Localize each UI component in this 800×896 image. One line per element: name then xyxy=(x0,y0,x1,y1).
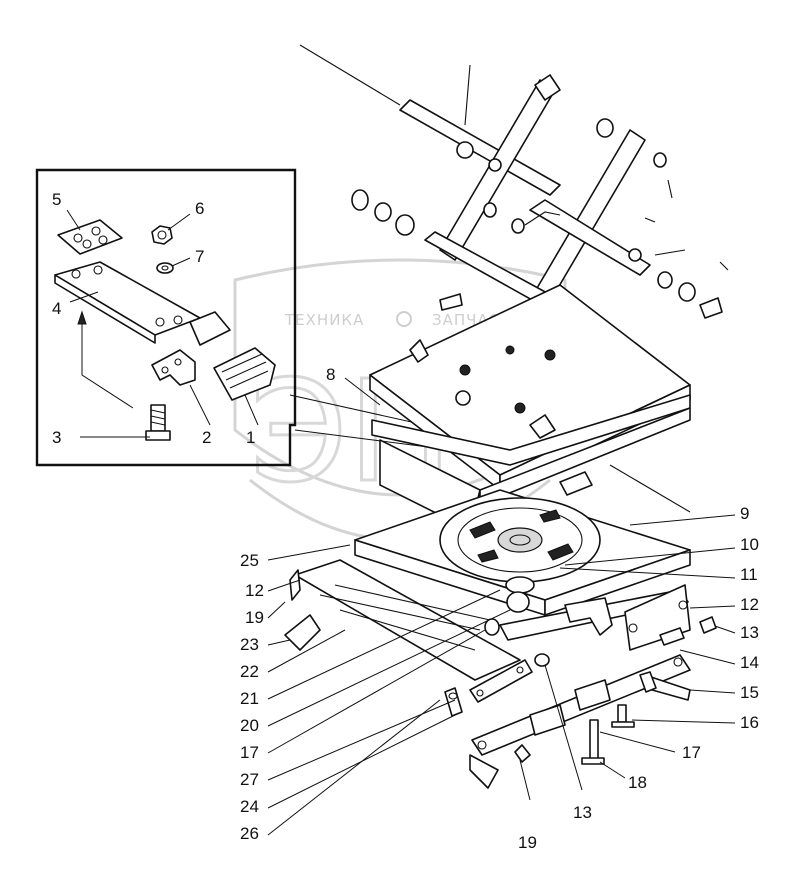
callout-6: 6 xyxy=(195,199,204,218)
callout-12-right: 12 xyxy=(740,595,759,614)
callout-1: 1 xyxy=(246,428,255,447)
callout-labels: 5 6 7 4 3 2 1 8 9 10 11 12 13 14 15 16 1… xyxy=(52,190,759,852)
callout-8: 8 xyxy=(326,365,335,384)
callout-21: 21 xyxy=(240,689,259,708)
inset-detail-box xyxy=(35,168,297,467)
callout-10: 10 xyxy=(740,535,759,554)
part-3-bolt xyxy=(145,404,171,441)
callout-12-left: 12 xyxy=(245,581,264,600)
part-2-clip xyxy=(151,349,196,386)
callout-15: 15 xyxy=(740,683,759,702)
part-1-pad xyxy=(213,347,276,401)
slide-rails xyxy=(284,559,535,717)
base-carriage xyxy=(354,489,691,616)
callout-16: 16 xyxy=(740,713,759,732)
scissor-mechanism xyxy=(299,44,729,319)
part-5-plate xyxy=(57,219,123,255)
watermark-gear-icon xyxy=(396,311,412,327)
part-6-nut xyxy=(151,225,173,245)
callout-13-right: 13 xyxy=(740,623,759,642)
part-4-bracket xyxy=(54,261,231,346)
callout-24: 24 xyxy=(240,797,259,816)
part-7-washer xyxy=(156,262,174,274)
callout-19-left: 19 xyxy=(245,608,264,627)
callout-5: 5 xyxy=(52,190,61,209)
callout-18: 18 xyxy=(628,773,647,792)
callout-13-bottom: 13 xyxy=(573,803,592,822)
callout-26: 26 xyxy=(240,824,259,843)
watermark-text-left: ТЕХНИКА xyxy=(284,311,364,329)
callout-4: 4 xyxy=(52,299,61,318)
callout-17-right: 17 xyxy=(682,743,701,762)
callout-22: 22 xyxy=(240,662,259,681)
callout-17-left: 17 xyxy=(240,743,259,762)
callout-9: 9 xyxy=(740,504,749,523)
callout-27: 27 xyxy=(240,770,259,789)
callout-23: 23 xyxy=(240,635,259,654)
callout-20: 20 xyxy=(240,716,259,735)
callout-25: 25 xyxy=(240,551,259,570)
callout-11: 11 xyxy=(740,565,758,584)
callout-14: 14 xyxy=(740,653,759,672)
callout-19-bottom: 19 xyxy=(518,833,537,852)
right-rail-assembly xyxy=(469,584,717,789)
callout-3: 3 xyxy=(52,428,61,447)
callout-7: 7 xyxy=(195,247,204,266)
callout-2: 2 xyxy=(202,428,211,447)
leader-lines xyxy=(66,209,736,836)
